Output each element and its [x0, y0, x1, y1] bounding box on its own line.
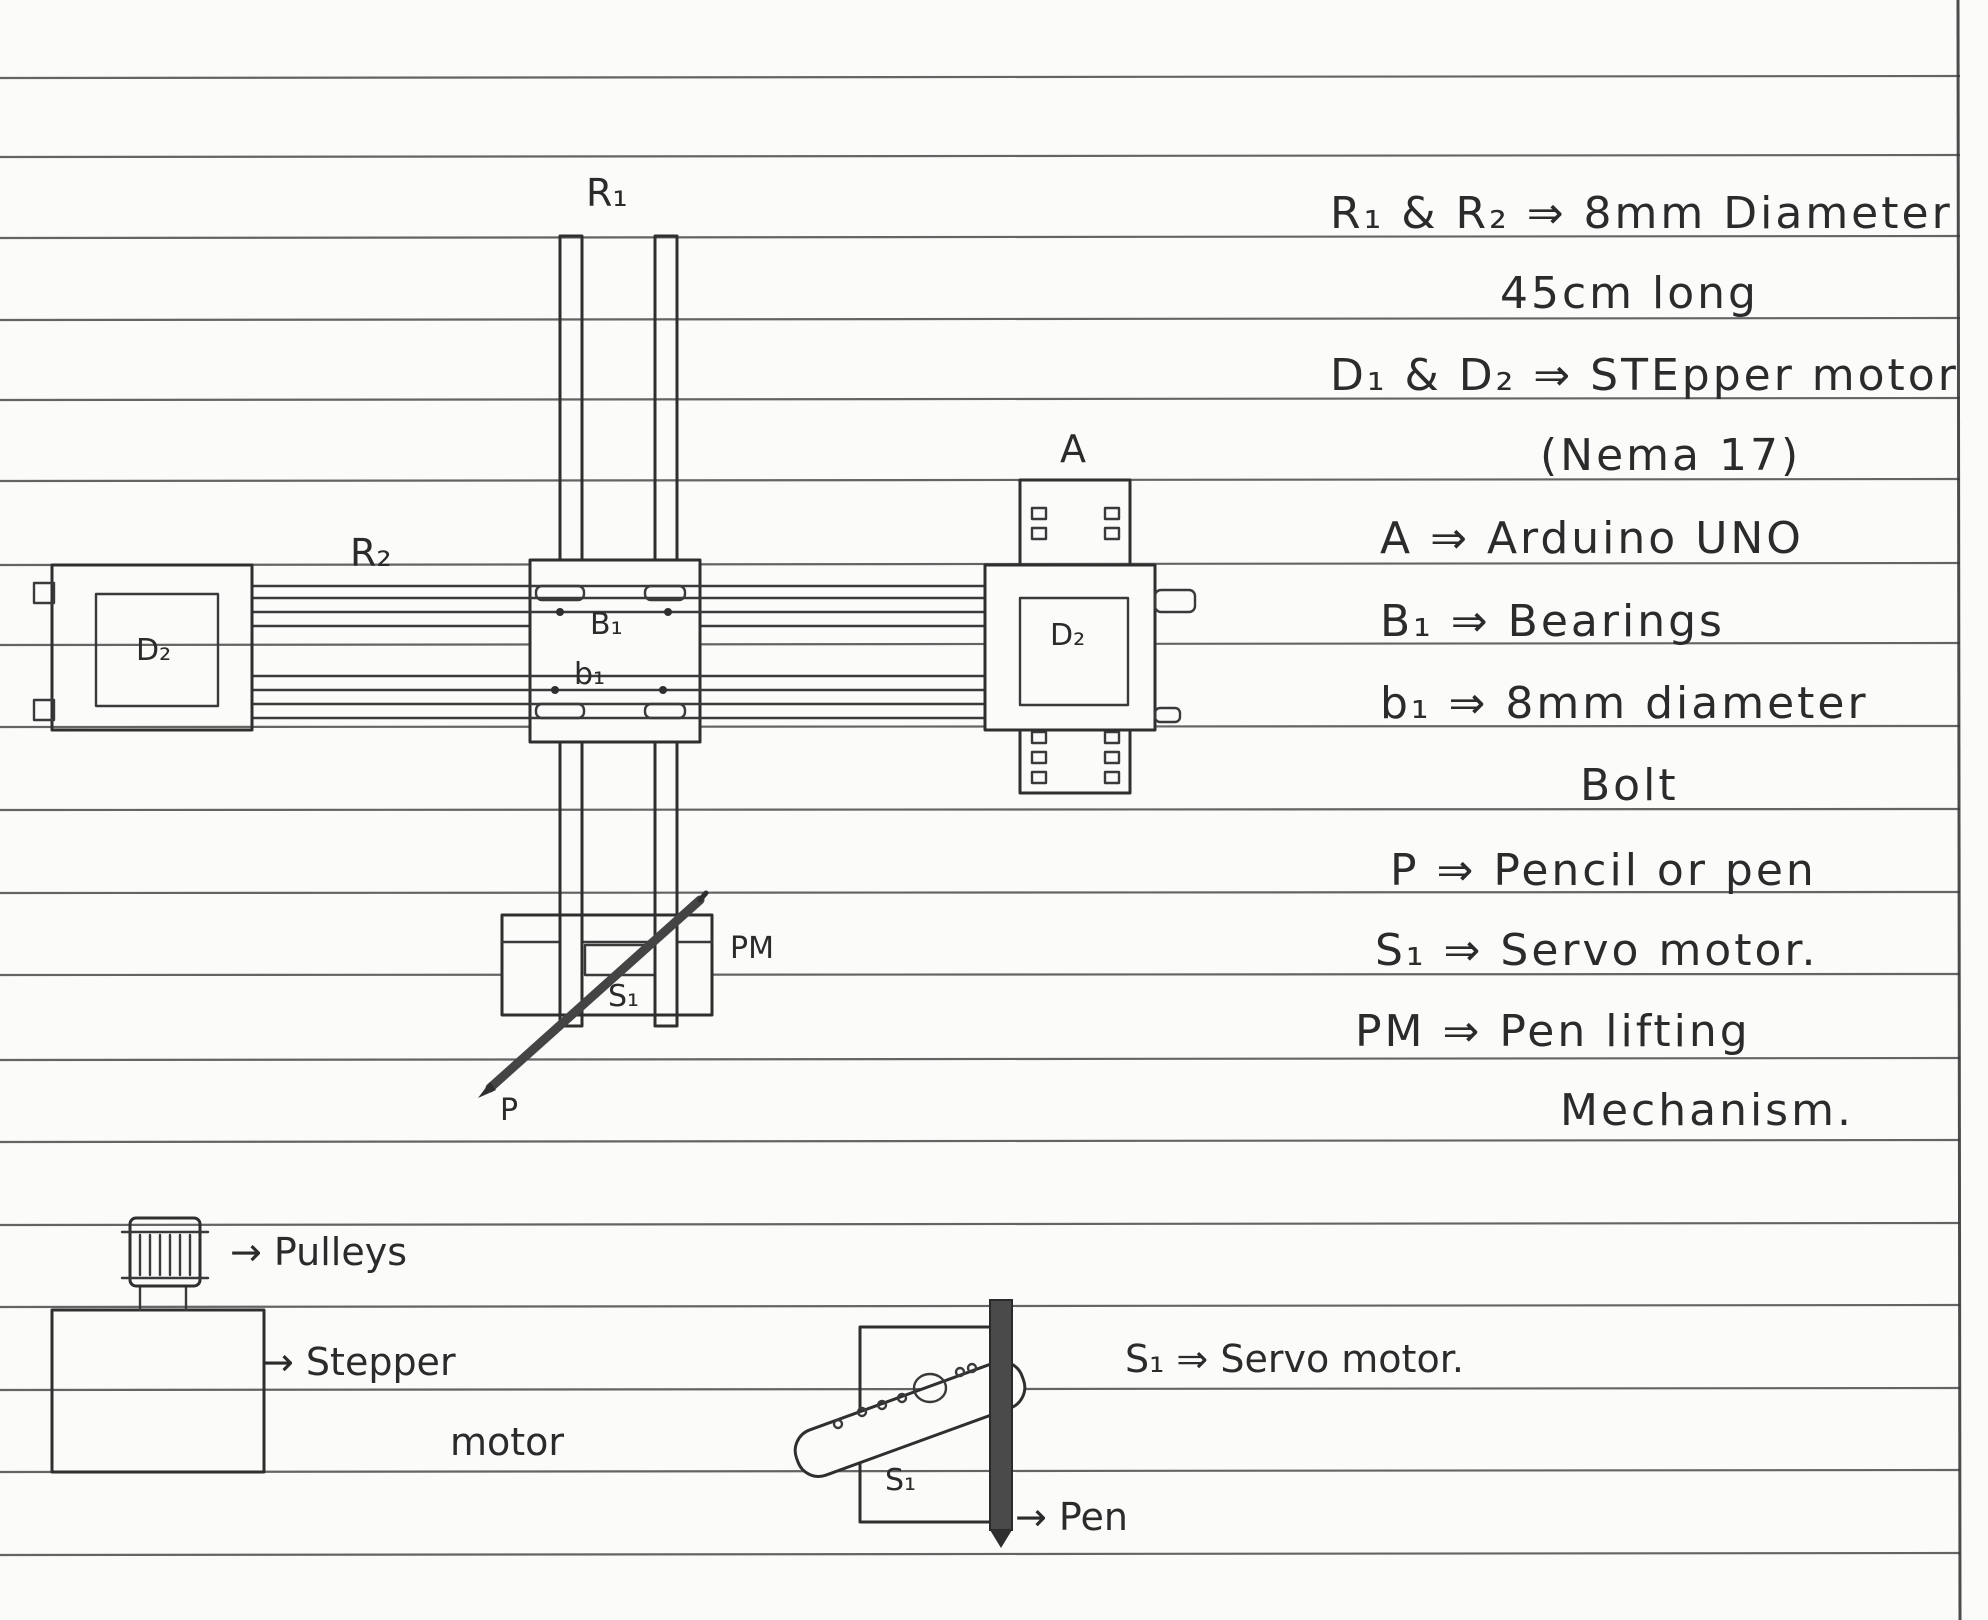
pulley-stepper	[50, 1216, 266, 1474]
label-b1-small: b₁	[574, 657, 605, 692]
label-b1: B₁	[590, 607, 623, 642]
legend-line-3: D₁ & D₂ ⇒ STEpper motor	[1330, 350, 1959, 401]
legend-line-8: Bolt	[1580, 760, 1679, 811]
carriage	[528, 558, 702, 744]
pen-tip	[478, 1082, 496, 1098]
legend-line-11: PM ⇒ Pen lifting	[1355, 1006, 1751, 1057]
label-s1-bottom: S₁	[885, 1463, 916, 1498]
label-pulleys: → Pulleys	[230, 1230, 407, 1274]
bolt-dot	[659, 686, 667, 694]
label-s1: S₁	[608, 979, 639, 1014]
bolt-dot	[664, 608, 672, 616]
legend-line-10: S₁ ⇒ Servo motor.	[1375, 925, 1818, 976]
legend-line-5: A ⇒ Arduino UNO	[1380, 513, 1804, 564]
legend-line-9: P ⇒ Pencil or pen	[1390, 845, 1817, 896]
bolt-dot	[551, 686, 559, 694]
label-pen: → Pen	[1015, 1495, 1128, 1539]
label-stepper: → Stepper	[262, 1340, 456, 1384]
legend-line-7: b₁ ⇒ 8mm diameter	[1380, 678, 1869, 729]
legend-line-2: 45cm long	[1500, 268, 1759, 319]
label-r2: R₂	[350, 531, 392, 575]
legend-line-6: B₁ ⇒ Bearings	[1380, 596, 1725, 647]
legend-line-4: (Nema 17)	[1540, 430, 1801, 481]
stepper-motor-right	[983, 563, 1197, 732]
legend-line-12: Mechanism.	[1560, 1085, 1854, 1136]
bolt-dot	[556, 608, 564, 616]
legend: R₁ & R₂ ⇒ 8mm Diameter 45cm long D₁ & D₂…	[1330, 188, 1959, 1136]
label-p: P	[500, 1093, 518, 1128]
label-r1: R₁	[586, 171, 628, 215]
pen-lifting-mechanism	[478, 890, 714, 1098]
label-servo-note: S₁ ⇒ Servo motor.	[1125, 1337, 1464, 1381]
label-a: A	[1060, 427, 1086, 471]
stepper-motor-left	[32, 563, 254, 732]
servo-detail	[793, 1299, 1027, 1548]
label-d2-right: D₂	[1050, 618, 1085, 653]
label-pm: PM	[730, 931, 774, 966]
label-motor: motor	[450, 1420, 564, 1464]
legend-line-1: R₁ & R₂ ⇒ 8mm Diameter	[1330, 188, 1953, 239]
label-d2-left: D₂	[136, 633, 171, 668]
